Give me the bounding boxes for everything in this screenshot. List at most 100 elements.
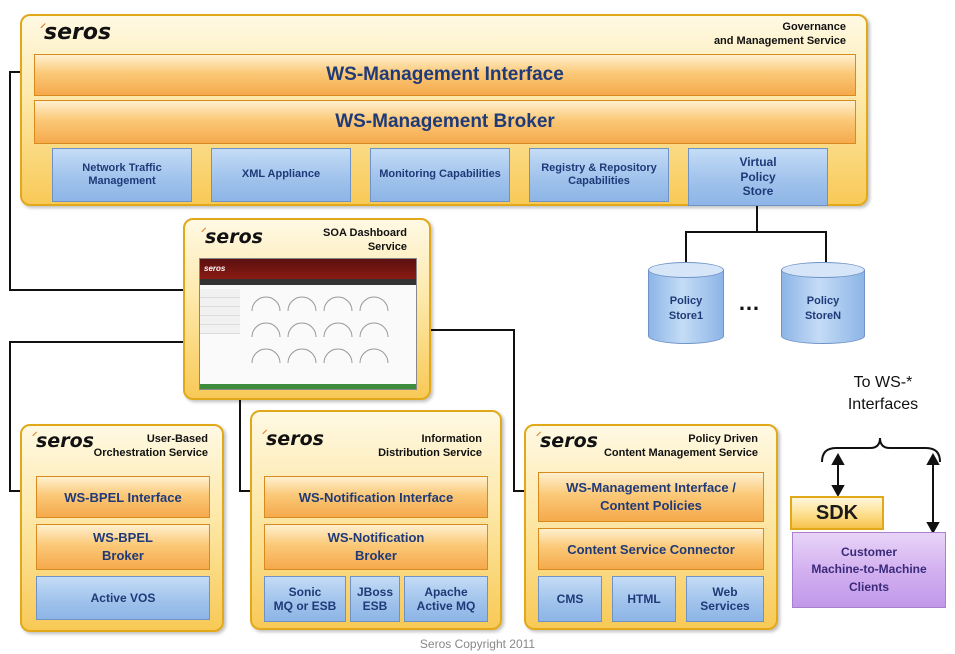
capability-label-line2: Policy bbox=[740, 169, 776, 184]
flame-icon: ⸝ bbox=[536, 425, 542, 438]
gauge bbox=[359, 348, 389, 364]
to-ws-line1: To WS-* bbox=[853, 374, 913, 391]
capability-label-line1: XML Appliance bbox=[241, 168, 321, 181]
gauge bbox=[323, 322, 353, 338]
capability-label-line3: Store bbox=[742, 184, 774, 199]
engine-cms[interactable]: CMS bbox=[538, 576, 602, 622]
clients-label-line3: Clients bbox=[848, 579, 889, 594]
clients-label-line2: Machine-to-Machine bbox=[811, 562, 927, 577]
engine-label-line2: Services bbox=[700, 599, 750, 613]
engine-html[interactable]: HTML bbox=[612, 576, 676, 622]
governance-title: Governance and Management Service bbox=[714, 20, 846, 49]
distribution-title-line2: Distribution Service bbox=[378, 447, 482, 460]
capability-xml-appliance[interactable]: XML Appliance bbox=[211, 148, 351, 202]
capability-monitoring[interactable]: Monitoring Capabilities bbox=[370, 148, 510, 202]
cylinder-top bbox=[648, 262, 724, 278]
screenshot-footer bbox=[200, 384, 416, 389]
sdk-box[interactable]: SDK bbox=[790, 496, 884, 530]
flame-icon: ⸝ bbox=[262, 423, 268, 436]
seros-logo: ⸝ seros bbox=[32, 425, 94, 452]
screenshot-header: seros bbox=[200, 259, 416, 279]
seros-logo: ⸝ seros bbox=[40, 16, 112, 45]
store-label-line1: Policy bbox=[806, 295, 840, 307]
broker-label-line1: WS-BPEL bbox=[93, 530, 153, 546]
engine-label-line2: ESB bbox=[362, 599, 388, 613]
dashboard-screenshot[interactable]: seros bbox=[199, 258, 417, 390]
active-vos-engine[interactable]: Active VOS bbox=[36, 576, 210, 620]
dashboard-title: SOA Dashboard Service bbox=[323, 226, 407, 255]
gauge bbox=[359, 322, 389, 338]
engine-label-line2: Active MQ bbox=[416, 599, 476, 613]
screenshot-nav bbox=[200, 279, 416, 285]
interface-label-line2: Content Policies bbox=[600, 498, 702, 513]
sdk-label: SDK bbox=[815, 501, 859, 524]
arrow-head-clients-up bbox=[926, 452, 940, 465]
ws-bpel-broker[interactable]: WS-BPEL Broker bbox=[36, 524, 210, 570]
distribution-title: Information Distribution Service bbox=[378, 432, 482, 461]
broker-label-line1: WS-Notification bbox=[327, 530, 425, 546]
logo-text: seros bbox=[205, 226, 263, 248]
governance-panel: ⸝ seros Governance and Management Servic… bbox=[20, 14, 868, 206]
screenshot-gauges bbox=[251, 296, 389, 364]
policy-storen[interactable]: Policy StoreN bbox=[781, 262, 865, 350]
screenshot-sidebar bbox=[200, 289, 240, 379]
ws-management-interface[interactable]: WS-Management Interface bbox=[34, 54, 856, 96]
engine-label-line1: Web bbox=[712, 584, 738, 599]
broker-label-line2: Broker bbox=[102, 548, 144, 563]
gauge bbox=[323, 348, 353, 364]
ws-bpel-interface-label: WS-BPEL Interface bbox=[64, 489, 182, 505]
flame-icon: ⸝ bbox=[201, 221, 207, 234]
capability-label-line2: Capabilities bbox=[568, 175, 630, 187]
policy-store1[interactable]: Policy Store1 bbox=[648, 262, 724, 350]
store-ellipsis: … bbox=[738, 290, 760, 315]
clients-label-line1: Customer bbox=[840, 544, 897, 559]
policy-store1-label: Policy Store1 bbox=[648, 294, 724, 324]
orchestration-panel: ⸝ seros User-Based Orchestration Service… bbox=[20, 424, 224, 632]
logo-text: seros bbox=[266, 428, 324, 450]
orchestration-title-line1: User-Based bbox=[146, 433, 208, 445]
gauge bbox=[251, 322, 281, 338]
active-vos-label: Active VOS bbox=[90, 590, 156, 605]
logo-text: seros bbox=[44, 20, 112, 45]
cylinder-body bbox=[781, 270, 865, 344]
ws-management-content-interface[interactable]: WS-Management Interface / Content Policie… bbox=[538, 472, 764, 522]
orchestration-title: User-Based Orchestration Service bbox=[94, 432, 208, 461]
to-ws-interfaces-label: To WS-* Interfaces bbox=[820, 372, 946, 415]
ws-notification-interface-label: WS-Notification Interface bbox=[298, 489, 454, 505]
gauge bbox=[251, 348, 281, 364]
arrow-head-sdk-up bbox=[831, 452, 845, 465]
policy-storen-label: Policy StoreN bbox=[781, 294, 865, 324]
ws-management-broker[interactable]: WS-Management Broker bbox=[34, 100, 856, 144]
capability-label-line2: Management bbox=[88, 175, 156, 187]
ws-bpel-interface[interactable]: WS-BPEL Interface bbox=[36, 476, 210, 518]
content-service-connector[interactable]: Content Service Connector bbox=[538, 528, 764, 570]
capability-label-line1: Network Traffic bbox=[82, 161, 162, 174]
engine-label-line1: CMS bbox=[556, 591, 584, 606]
content-title-line1: Policy Driven bbox=[688, 433, 758, 445]
dashboard-panel: ⸝ seros SOA Dashboard Service seros bbox=[183, 218, 431, 400]
gauge bbox=[287, 296, 317, 312]
interface-label-line1: WS-Management Interface / bbox=[566, 479, 736, 495]
capability-label-line1: Monitoring Capabilities bbox=[379, 168, 501, 181]
ws-management-broker-label: WS-Management Broker bbox=[335, 111, 555, 132]
orchestration-title-line2: Orchestration Service bbox=[93, 447, 208, 460]
governance-title-line1: Governance bbox=[782, 21, 846, 33]
ws-notification-interface[interactable]: WS-Notification Interface bbox=[264, 476, 488, 518]
copyright-text: Seros Copyright 2011 bbox=[419, 637, 536, 651]
screenshot-body bbox=[200, 285, 416, 385]
content-title-line2: Content Management Service bbox=[603, 447, 758, 460]
content-service-connector-label: Content Service Connector bbox=[567, 541, 735, 557]
distribution-title-line1: Information bbox=[421, 433, 483, 445]
content-title: Policy Driven Content Management Service bbox=[604, 432, 758, 461]
to-ws-line2: Interfaces bbox=[847, 395, 919, 413]
capability-label-line1: Registry & Repository bbox=[541, 161, 657, 174]
